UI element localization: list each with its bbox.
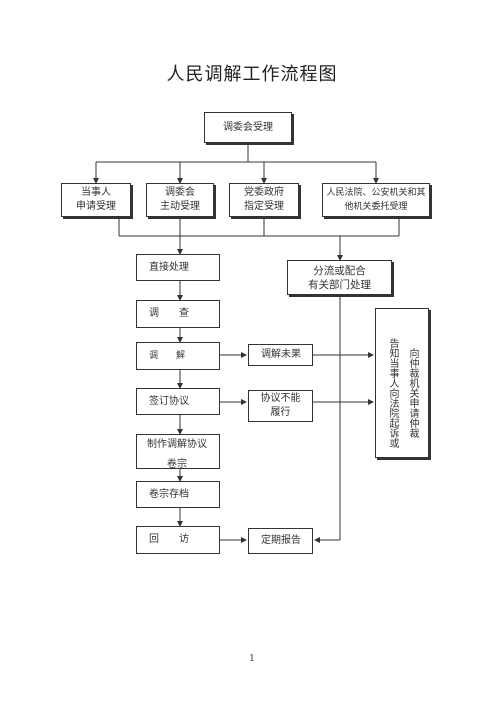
label-src1-line2: 申请受理 xyxy=(76,201,116,212)
label-src4-line1: 人民法院、公安机关和其 xyxy=(326,188,426,198)
box-mediate: 调 解 xyxy=(136,342,220,370)
label-divert-line2: 有关部门处理 xyxy=(308,278,371,291)
box-not-perform: 协议不能 履行 xyxy=(248,390,313,422)
label-start: 调委会受理 xyxy=(223,121,273,133)
label-src1-line1: 当事人 xyxy=(81,187,111,198)
box-src-party: 当事人 申请受理 xyxy=(61,183,131,217)
label-src2-line2: 主动受理 xyxy=(160,201,200,212)
label-notify-col2: 向仲裁机关申请仲裁 xyxy=(407,348,418,438)
box-investigate: 调 查 xyxy=(136,300,220,328)
label-sign: 签订协议 xyxy=(149,395,189,407)
box-report: 定期报告 xyxy=(248,528,313,554)
label-report: 定期报告 xyxy=(261,535,301,546)
label-mediation-failed: 调解未果 xyxy=(261,349,301,360)
label-investigate: 调 查 xyxy=(149,308,189,319)
box-revisit: 回 访 xyxy=(136,526,220,554)
label-archive: 卷宗存档 xyxy=(149,488,189,500)
label-make-doc-line2: 卷宗 xyxy=(167,459,187,470)
label-revisit: 回 访 xyxy=(149,534,189,545)
box-start: 调委会受理 xyxy=(204,112,292,143)
box-make-doc: 制作调解协议 卷宗 xyxy=(136,434,220,470)
page-title: 人民调解工作流程图 xyxy=(166,64,338,85)
box-src-court: 人民法院、公安机关和其 他机关委托受理 xyxy=(322,183,430,217)
box-divert: 分流或配合 有关部门处理 xyxy=(287,260,392,295)
label-not-perform-line1: 协议不能 xyxy=(260,393,301,404)
box-archive: 卷宗存档 xyxy=(136,481,220,508)
box-src-committee: 调委会 主动受理 xyxy=(146,183,214,217)
label-divert-line1: 分流或配合 xyxy=(313,264,366,277)
label-src2-line1: 调委会 xyxy=(165,187,195,198)
label-not-perform-line2: 履行 xyxy=(270,407,291,418)
box-sign: 签订协议 xyxy=(136,388,220,415)
label-direct: 直接处理 xyxy=(149,261,189,273)
page-number: 1 xyxy=(249,654,255,664)
label-src3-line2: 指定受理 xyxy=(244,201,284,212)
box-notify-court-arbitration: 向仲裁机关申请仲裁 告知当事人向法院起诉或 xyxy=(375,308,429,458)
box-src-government: 党委政府 指定受理 xyxy=(229,183,299,217)
label-src3-line1: 党委政府 xyxy=(244,187,284,198)
box-direct: 直接处理 xyxy=(136,254,220,281)
label-src4-line2: 他机关委托受理 xyxy=(344,202,408,212)
box-mediation-failed: 调解未果 xyxy=(248,344,313,366)
label-notify-col1: 告知当事人向法院起诉或 xyxy=(387,338,398,448)
label-make-doc-line1: 制作调解协议 xyxy=(147,439,207,450)
label-mediate: 调 解 xyxy=(149,351,186,361)
